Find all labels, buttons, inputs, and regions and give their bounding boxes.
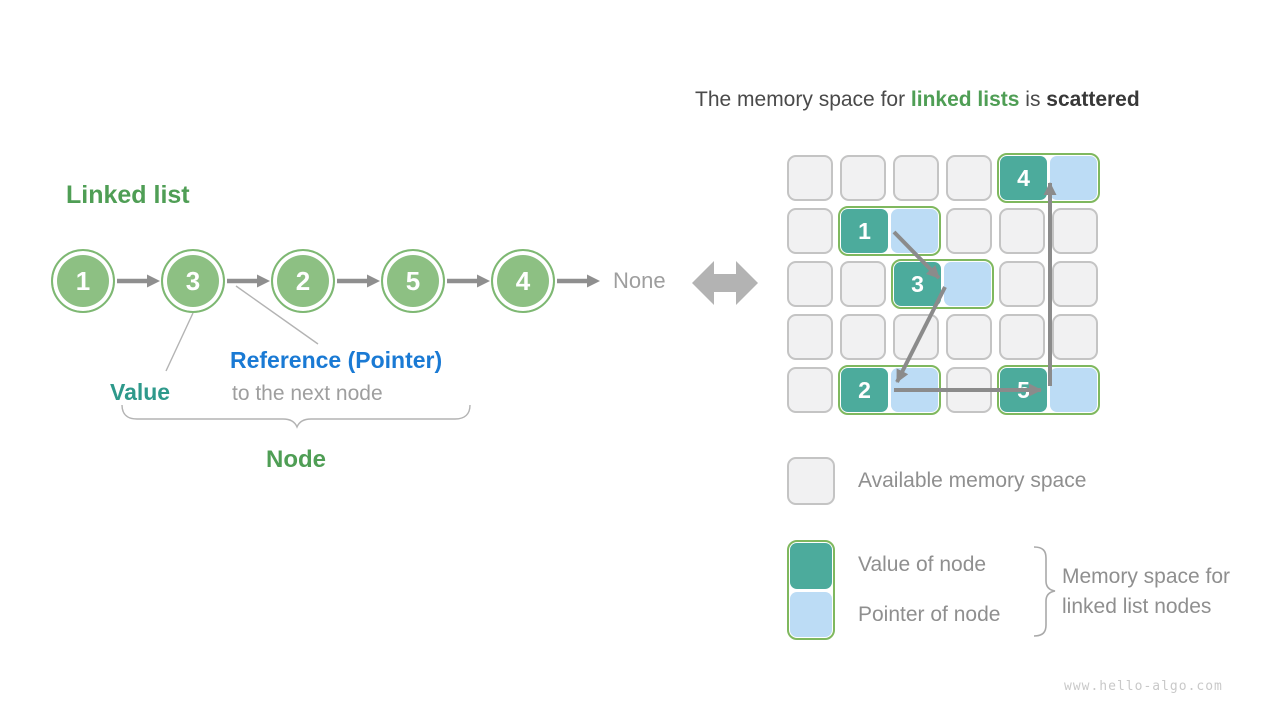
next-arrow-icon — [117, 274, 160, 288]
memory-node-pointer — [944, 262, 991, 306]
next-arrow — [115, 273, 161, 289]
legend-node-pair-swatch — [787, 540, 835, 640]
memory-cell-empty — [787, 155, 833, 201]
legend-value-swatch — [790, 543, 832, 589]
memory-cell-empty — [840, 261, 886, 307]
memory-cell-empty — [893, 155, 939, 201]
memory-node-value: 5 — [1000, 368, 1047, 412]
title-highlight-linked-lists: linked lists — [910, 88, 1020, 111]
memory-node-value: 1 — [841, 209, 888, 253]
memory-node-pointer — [1050, 156, 1097, 200]
title-emphasis-scattered: scattered — [1046, 88, 1140, 111]
linked-list-node: 4 — [491, 249, 555, 313]
node-label: Node — [266, 446, 326, 473]
legend-value-label: Value of node — [858, 553, 987, 576]
memory-cell-empty — [1052, 261, 1098, 307]
linked-list-node: 3 — [161, 249, 225, 313]
memory-cell-empty — [999, 208, 1045, 254]
memory-node-value: 2 — [841, 368, 888, 412]
memory-cell-empty — [787, 367, 833, 413]
memory-cell-empty — [840, 314, 886, 360]
legend-pointer-label: Pointer of node — [858, 603, 1001, 626]
memory-cell-empty — [999, 314, 1045, 360]
value-callout-line — [165, 312, 194, 372]
memory-node-pair: 4 — [997, 153, 1100, 203]
legend-group-label-line1: Memory space for — [1062, 565, 1231, 588]
node-brace — [121, 404, 471, 429]
memory-cell-empty — [946, 155, 992, 201]
memory-node-pair: 3 — [891, 259, 994, 309]
memory-node-pointer — [1050, 368, 1097, 412]
terminal-none-label: None — [613, 268, 666, 293]
legend-group-label-line2: linked list nodes — [1062, 595, 1212, 618]
memory-cell-empty — [893, 314, 939, 360]
next-arrow-icon — [557, 274, 600, 288]
memory-node-pair: 5 — [997, 365, 1100, 415]
reference-sublabel: to the next node — [232, 382, 383, 405]
memory-cell-empty — [1052, 314, 1098, 360]
legend-group-brace — [1033, 546, 1056, 637]
next-arrow — [335, 273, 381, 289]
title-part1: The memory space for — [695, 88, 911, 111]
memory-cell-empty — [946, 367, 992, 413]
memory-node-pointer — [891, 209, 938, 253]
value-label: Value — [110, 379, 171, 405]
linked-list-node: 1 — [51, 249, 115, 313]
double-arrow-icon — [692, 261, 758, 305]
memory-node-pair: 2 — [838, 365, 941, 415]
memory-cell-empty — [1052, 208, 1098, 254]
legend-available-label: Available memory space — [858, 469, 1087, 492]
next-arrow — [445, 273, 491, 289]
next-arrow-icon — [227, 274, 270, 288]
reference-pointer-label: Reference (Pointer) — [230, 347, 443, 373]
legend-group-label: Memory space for linked list nodes — [1062, 562, 1230, 622]
memory-node-pair: 1 — [838, 206, 941, 256]
memory-cell-empty — [787, 261, 833, 307]
next-arrow-icon — [447, 274, 490, 288]
watermark: www.hello-algo.com — [1064, 679, 1223, 694]
title-part2: is — [1019, 88, 1047, 111]
double-arrow-shape — [692, 261, 758, 305]
memory-node-value: 3 — [894, 262, 941, 306]
memory-node-value: 4 — [1000, 156, 1047, 200]
memory-cell-empty — [787, 314, 833, 360]
memory-cell-empty — [840, 155, 886, 201]
next-arrow — [225, 273, 271, 289]
next-arrow-icon — [337, 274, 380, 288]
memory-cell-empty — [946, 314, 992, 360]
memory-cell-empty — [999, 261, 1045, 307]
memory-cell-empty — [787, 208, 833, 254]
next-arrow — [555, 273, 601, 289]
linked-list-node: 5 — [381, 249, 445, 313]
page-title: The memory space for linked lists is sca… — [695, 88, 1140, 112]
memory-node-pointer — [891, 368, 938, 412]
legend-pointer-swatch — [790, 591, 832, 637]
linked-list-node: 2 — [271, 249, 335, 313]
legend-available-swatch — [787, 457, 835, 505]
memory-cell-empty — [946, 208, 992, 254]
linked-list-heading: Linked list — [66, 181, 190, 209]
